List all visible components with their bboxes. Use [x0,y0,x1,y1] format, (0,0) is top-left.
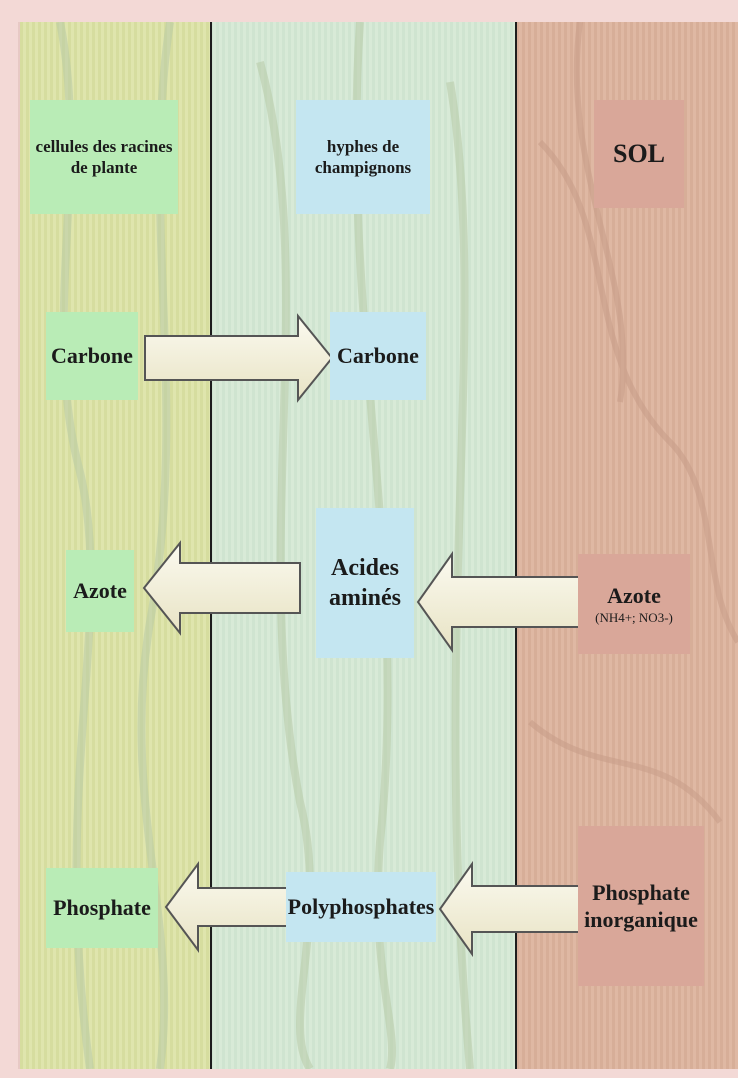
amino-acids-line-2: aminés [329,583,401,613]
soil-nitrogen-title: Azote [595,582,673,610]
label-plant-phosphate: Phosphate [46,868,158,948]
arrow-soil-nitrogen-to-fungi [418,554,580,650]
header-plant-line-1: cellules des racines [36,136,173,157]
arrow-aminoacids-to-plant [144,543,300,633]
label-plant-nitrogen: Azote [66,550,134,632]
header-plant-root-cells: cellules des racines de plante [30,100,178,214]
soil-nitrogen-formula: (NH4+; NO3-) [595,610,673,626]
diagram-frame: cellules des racines de plante hyphes de… [18,22,738,1069]
label-polyphosphates: Polyphosphates [286,872,436,942]
header-fungi-line-2: champignons [315,157,411,178]
label-fungi-carbon: Carbone [330,312,426,400]
amino-acids-line-1: Acides [329,553,401,583]
header-plant-line-2: de plante [36,157,173,178]
header-fungal-hyphae: hyphes de champignons [296,100,430,214]
header-soil: SOL [594,100,684,208]
label-plant-carbon: Carbone [46,312,138,400]
arrow-polyphosphates-to-plant [166,864,288,950]
inorganic-phosphate-line-2: inorganique [584,906,698,934]
inorganic-phosphate-line-1: Phosphate [584,879,698,907]
label-soil-nitrogen: Azote (NH4+; NO3-) [578,554,690,654]
header-fungi-line-1: hyphes de [315,136,411,157]
arrow-soil-phosphate-to-fungi [440,864,580,954]
arrow-carbon-to-fungi [145,316,332,400]
label-amino-acids: Acides aminés [316,508,414,658]
label-inorganic-phosphate: Phosphate inorganique [578,826,704,986]
